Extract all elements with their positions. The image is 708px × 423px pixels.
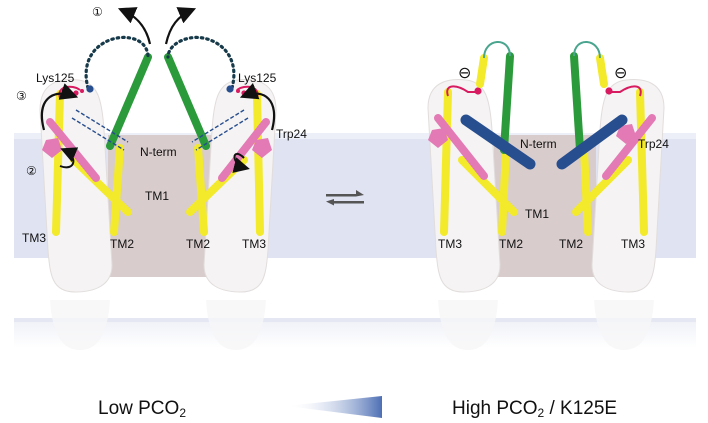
condition-high-subscript: 2 bbox=[537, 406, 545, 420]
trp24-right-b bbox=[616, 124, 636, 144]
helix-pink-left-b bbox=[218, 118, 270, 182]
condition-low-text: Low PCO bbox=[98, 398, 180, 419]
lys-dot-blue-left-a bbox=[86, 85, 94, 93]
helix-tm2-left-a bbox=[110, 144, 124, 236]
ghost-helix-left-b bbox=[191, 109, 249, 151]
k125e-dot-right-b bbox=[605, 87, 613, 95]
helix-tm1-right-a bbox=[458, 156, 518, 216]
equilibrium-arrows bbox=[326, 190, 364, 206]
ghost-helix-left-a bbox=[71, 109, 129, 151]
charge-marker-left: ⊖ bbox=[458, 63, 472, 82]
left-channel bbox=[39, 7, 277, 350]
helix-tm2-right-a bbox=[498, 146, 510, 236]
arrow-step3-left bbox=[40, 83, 79, 131]
lys-dot-blue-left-b bbox=[226, 85, 234, 93]
helix-green-left-b bbox=[164, 53, 210, 150]
label-trp24-right: Trp24 bbox=[638, 137, 669, 151]
trp24-left-a bbox=[42, 138, 62, 158]
charge-marker-right: ⊖ bbox=[614, 63, 628, 82]
condition-high-suffix: / K125E bbox=[544, 398, 618, 419]
helix-blue-right-a bbox=[460, 114, 536, 170]
step-1-marker: ① bbox=[92, 5, 103, 19]
membrane-top-edge bbox=[14, 133, 696, 139]
label-tm2-right-a: TM2 bbox=[499, 237, 523, 251]
label-tm1-right: TM1 bbox=[525, 207, 549, 221]
subunit-left-a-reflection bbox=[50, 300, 110, 350]
helix-tm3-right-b bbox=[636, 88, 648, 236]
arrow-step1-left bbox=[117, 7, 152, 45]
linker-loop-right-b bbox=[573, 41, 601, 59]
label-tm3-right-a: TM3 bbox=[438, 237, 462, 251]
label-tm3-left-b: TM3 bbox=[242, 237, 266, 251]
helix-tm2-right-b bbox=[580, 146, 592, 236]
label-tm2-left-b: TM2 bbox=[186, 237, 210, 251]
helix-blue-right-b bbox=[556, 114, 628, 170]
reflection-stripe bbox=[14, 318, 696, 322]
label-nterm-right: N-term bbox=[520, 137, 557, 151]
label-trp24-left-panel: Trp24 bbox=[276, 127, 307, 141]
subunit-left-b-reflection bbox=[206, 300, 266, 350]
lys-loop-right-b bbox=[610, 85, 642, 97]
helix-green-right-a bbox=[500, 52, 514, 154]
helix-top-yellow-right-b bbox=[596, 54, 608, 88]
step-3-marker: ③ bbox=[16, 89, 27, 103]
lys-dot-red-left-b2 bbox=[236, 89, 240, 93]
helix-pink-right-a bbox=[434, 114, 488, 180]
linker-loop-right-a bbox=[483, 41, 511, 59]
linker-dotted-left-a bbox=[84, 35, 150, 90]
helix-tm3-left-b bbox=[253, 90, 264, 236]
label-lys125-left: Lys125 bbox=[36, 71, 75, 85]
helix-top-yellow-right-a bbox=[476, 54, 488, 88]
arrow-step2-left bbox=[59, 147, 79, 169]
helix-tm3-left-a bbox=[52, 90, 64, 236]
lys-loop-right-a bbox=[446, 85, 476, 97]
label-tm1-left: TM1 bbox=[145, 189, 169, 203]
subunit-right-a-reflection bbox=[438, 300, 498, 350]
lys-dot-red-left-a2 bbox=[80, 89, 84, 93]
condition-high-pco2: High PCO2 / K125E bbox=[452, 398, 617, 420]
helix-green-left-a bbox=[106, 53, 152, 150]
subunit-right-b-reflection bbox=[594, 300, 654, 350]
right-channel bbox=[427, 41, 665, 350]
k125e-dot-right-a bbox=[474, 87, 482, 95]
helix-pink-right-b bbox=[602, 114, 656, 180]
reflection-band bbox=[14, 318, 696, 348]
helix-tm1-left-a bbox=[70, 156, 132, 216]
pco2-gradient-wedge bbox=[286, 396, 382, 418]
label-tm2-left-a: TM2 bbox=[110, 237, 134, 251]
label-tm2-right-b: TM2 bbox=[559, 237, 583, 251]
condition-high-text: High PCO bbox=[452, 398, 538, 419]
label-lys125-right: Lys125 bbox=[238, 71, 277, 85]
lys-dot-red-left-a bbox=[73, 90, 79, 96]
arrow-step3-right bbox=[239, 82, 276, 131]
helix-tm3-right-a bbox=[440, 88, 452, 236]
helix-tm2-left-b bbox=[194, 144, 208, 236]
trp24-left-b bbox=[252, 138, 272, 158]
condition-low-pco2: Low PCO2 bbox=[98, 398, 186, 420]
trp24-right-a bbox=[428, 128, 448, 148]
arrow-step2-right bbox=[232, 152, 250, 173]
label-tm3-left-a: TM3 bbox=[22, 231, 46, 245]
condition-low-subscript: 2 bbox=[179, 406, 186, 420]
label-nterm-left: N-term bbox=[140, 145, 177, 159]
helix-green-right-b bbox=[570, 52, 584, 154]
arrow-step1-right bbox=[164, 7, 197, 45]
linker-dotted-left-b bbox=[166, 35, 236, 90]
label-tm3-right-b: TM3 bbox=[621, 237, 645, 251]
helix-tm1-right-b bbox=[572, 156, 632, 216]
step-2-marker: ② bbox=[26, 164, 37, 178]
